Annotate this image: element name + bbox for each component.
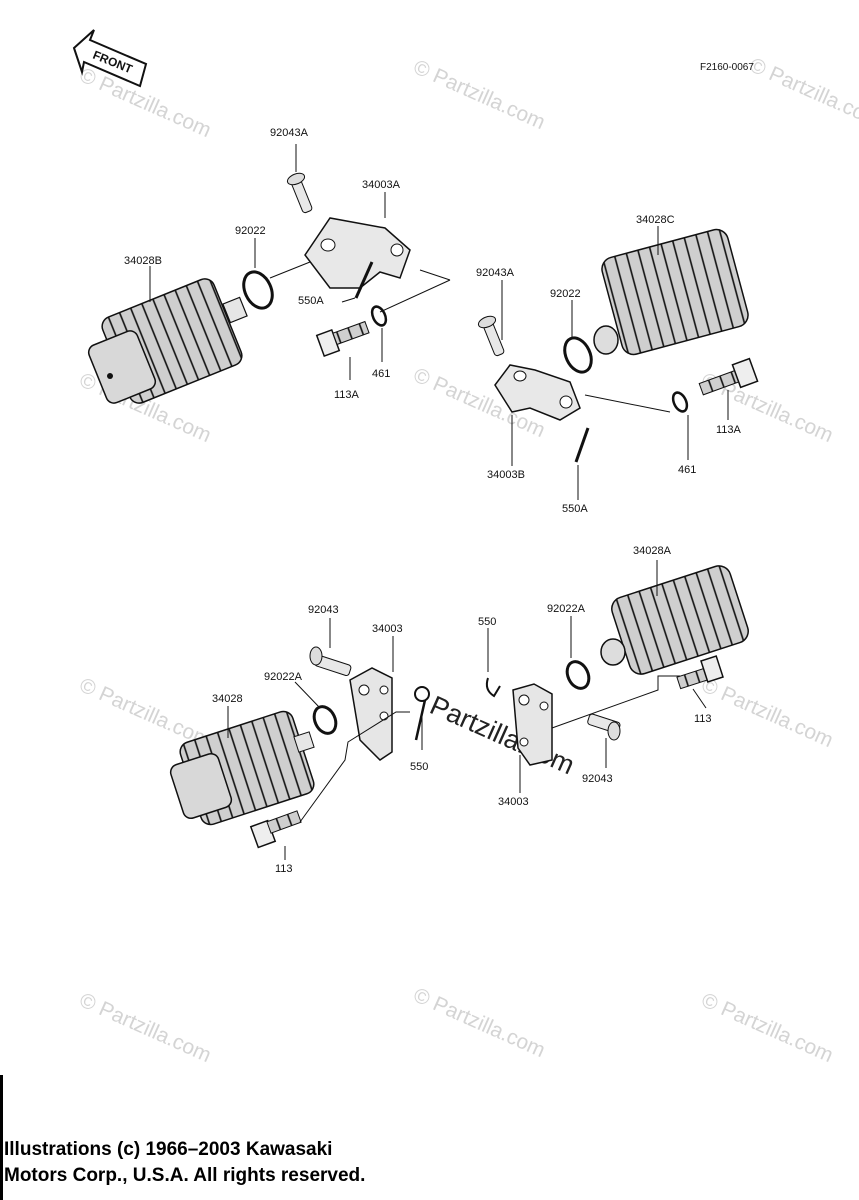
washer-92022A-c [312, 705, 338, 735]
label-92043: 92043 [582, 773, 613, 785]
pin-92043-c [309, 646, 352, 676]
leader-lines-a [149, 144, 451, 380]
copyright-line-2: Motors Corp., U.S.A. All rights reserved… [4, 1165, 366, 1186]
pin-92043A-b [477, 315, 505, 357]
labels-c: 92043 34003 92022A 34028 550 113 [212, 604, 428, 875]
bracket-34003-c [349, 667, 393, 761]
center-watermark: Partzilla.com [426, 690, 579, 780]
bolt-113A-b [698, 357, 759, 396]
washer-92022-b [563, 336, 593, 374]
label-92022A: 92022A [547, 603, 586, 615]
watermark: © Partzilla.com [410, 56, 549, 135]
cotter-pin-550-c [414, 686, 430, 741]
label-92043A: 92043A [476, 267, 515, 279]
watermark: © Partzilla.com [76, 989, 215, 1068]
leader-lines-c [227, 618, 423, 860]
watermark: © Partzilla.com [76, 64, 215, 143]
watermark: © Partzilla.com [698, 674, 837, 753]
bracket-34003-d [512, 683, 553, 766]
copyright-line-1: Illustrations (c) 1966–2003 Kawasaki [4, 1139, 333, 1160]
label-113A: 113A [716, 424, 742, 436]
edge-bar [0, 1075, 3, 1200]
label-92022A: 92022A [264, 671, 303, 683]
label-92022: 92022 [550, 288, 581, 300]
leader-lines-b [501, 226, 729, 500]
cotter-pin-550-d [485, 677, 501, 698]
label-34028A: 34028A [633, 545, 672, 557]
bolt-113-d [676, 655, 724, 690]
cotter-pin-550A-a [354, 261, 374, 299]
pin-92043-d [587, 713, 621, 741]
watermark: © Partzilla.com [698, 989, 837, 1068]
copyright-notice: Illustrations (c) 1966–2003 Kawasaki Mot… [4, 1137, 365, 1189]
label-550A: 550A [562, 503, 588, 515]
label-34003B: 34003B [487, 469, 525, 481]
figure-code: F2160-0067 [700, 62, 754, 73]
labels-b: 92043A 34028C 92022 34003B 461 113A 550A [476, 214, 742, 515]
footpeg-34028 [169, 710, 315, 826]
label-113: 113 [275, 863, 293, 875]
washer-461-b [671, 391, 689, 413]
watermarks: © Partzilla.com © Partzilla.com © Partzi… [76, 54, 859, 1068]
label-461: 461 [678, 464, 696, 476]
washer-461-a [370, 305, 388, 327]
footpeg-34028B [87, 278, 248, 404]
label-34003: 34003 [498, 796, 529, 808]
leader-lines-d [487, 560, 707, 793]
label-34028: 34028 [212, 693, 243, 705]
label-113: 113 [694, 713, 712, 725]
label-550: 550 [410, 761, 428, 773]
bolt-113-c [249, 810, 302, 849]
bracket-34003A [304, 217, 411, 289]
label-550A: 550A [298, 295, 324, 307]
watermark: © Partzilla.com [746, 54, 859, 133]
label-113A: 113A [334, 389, 360, 401]
pin-92043A-a [286, 172, 313, 214]
label-92043A: 92043A [270, 127, 309, 139]
labels-d: 550 92022A 34028A 113 92043 34003 [478, 545, 712, 808]
watermark: © Partzilla.com [410, 984, 549, 1063]
label-34003A: 34003A [362, 179, 401, 191]
label-34003: 34003 [372, 623, 403, 635]
label-461: 461 [372, 368, 390, 380]
bolt-113A-a [315, 320, 370, 358]
footpeg-34028C [593, 228, 749, 356]
washer-92022-a [242, 270, 274, 310]
footpeg-34028A [600, 565, 749, 675]
washer-92022A-d [565, 660, 591, 690]
bracket-34003B [494, 364, 581, 421]
label-34028B: 34028B [124, 255, 162, 267]
label-34028C: 34028C [636, 214, 675, 226]
cotter-pin-550A-b [574, 427, 590, 463]
label-550: 550 [478, 616, 496, 628]
label-92022: 92022 [235, 225, 266, 237]
label-92043: 92043 [308, 604, 339, 616]
labels-a: 92043A 34003A 92022 34028B 550A 461 113A [124, 127, 401, 401]
